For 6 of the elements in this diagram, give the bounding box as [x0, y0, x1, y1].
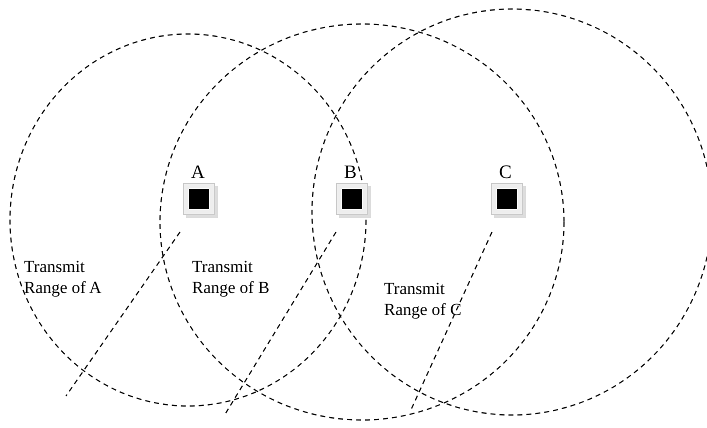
- range-label: Transmit Range of C: [384, 278, 462, 320]
- node-label: A: [191, 163, 205, 183]
- node-label: C: [499, 163, 512, 183]
- node-label: B: [344, 163, 357, 183]
- range-label: Transmit Range of A: [24, 256, 102, 298]
- range-label: Transmit Range of B: [192, 256, 270, 298]
